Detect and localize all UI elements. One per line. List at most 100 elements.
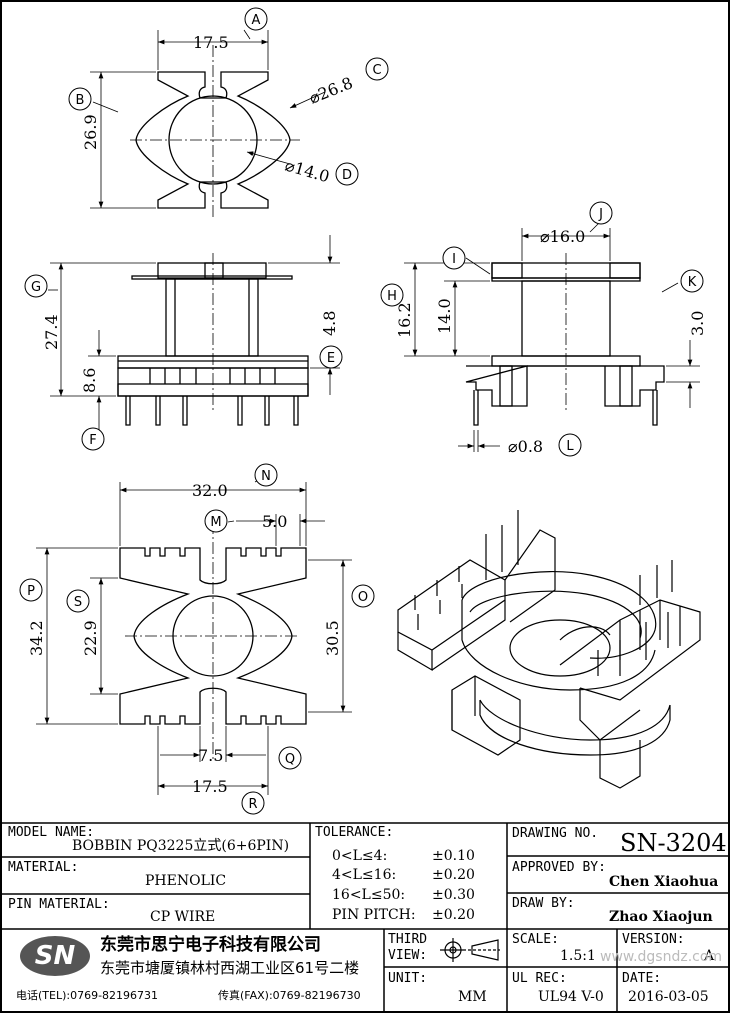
dim-q-text: 7.5 xyxy=(198,746,223,765)
dim-f-text: 8.6 xyxy=(80,368,99,393)
bubble-a: A xyxy=(244,7,268,31)
svg-text:C: C xyxy=(372,63,381,78)
bubble-g: G xyxy=(24,274,48,298)
unit-value: MM xyxy=(458,989,487,1005)
date-value: 2016-03-05 xyxy=(628,989,709,1005)
callout-bubbles: A B C D G E F J I H K L N M P S O Q R xyxy=(19,7,704,815)
front-view xyxy=(48,235,340,432)
title-block-grid xyxy=(0,822,730,1013)
company-fax: 传真(FAX):0769-82196730 xyxy=(218,989,361,1002)
bubble-m: M xyxy=(204,509,228,533)
unit-label: UNIT: xyxy=(388,971,428,986)
bubble-k: K xyxy=(680,269,704,293)
svg-text:B: B xyxy=(76,93,85,108)
bubble-b: B xyxy=(68,87,92,111)
dim-m-text: 5.0 xyxy=(262,512,287,531)
scale-label: SCALE: xyxy=(512,932,559,947)
watermark: www.dgsndz.com xyxy=(600,949,723,965)
bubble-j: J xyxy=(589,201,613,225)
side-view xyxy=(404,221,700,452)
svg-text:O: O xyxy=(358,590,368,605)
isometric-view xyxy=(397,510,701,789)
drawing-no-label: DRAWING NO. xyxy=(512,826,599,841)
title-block: MODEL NAME: BOBBIN PQ3225立式(6+6PIN) MATE… xyxy=(0,822,730,1013)
dim-h-text: 16.2 xyxy=(395,302,414,338)
version-value: A xyxy=(704,948,715,964)
dim-b-text: 26.9 xyxy=(81,114,100,150)
model-name-value: BOBBIN PQ3225立式(6+6PIN) xyxy=(72,838,290,854)
dim-r-text: 17.5 xyxy=(192,777,228,796)
svg-text:Q: Q xyxy=(285,752,295,767)
draw-by-value: Zhao Xiaojun xyxy=(609,909,713,925)
bubble-f: F xyxy=(81,427,105,451)
dim-j-text: ⌀16.0 xyxy=(540,227,585,246)
material-label: MATERIAL: xyxy=(8,860,79,875)
svg-text:D: D xyxy=(342,168,352,183)
bubble-r: R xyxy=(241,791,265,815)
pin-material-value: CP WIRE xyxy=(150,909,216,925)
approved-by-value: Chen Xiaohua xyxy=(609,874,719,890)
draw-by-label: DRAW BY: xyxy=(512,896,575,911)
svg-text:R: R xyxy=(248,797,257,812)
svg-text:F: F xyxy=(89,433,96,448)
tolerance-range-1: 0<L≤4: xyxy=(332,848,388,864)
svg-text:A: A xyxy=(252,13,261,28)
dim-i-text: 14.0 xyxy=(435,298,454,334)
svg-text:J: J xyxy=(598,207,603,222)
svg-text:S: S xyxy=(74,595,82,610)
top-view xyxy=(90,29,326,220)
tolerance-value-3: ±0.30 xyxy=(432,887,475,903)
material-value: PHENOLIC xyxy=(145,873,227,889)
svg-text:I: I xyxy=(452,252,456,267)
tolerance-value-2: ±0.20 xyxy=(432,867,475,883)
model-name-label: MODEL NAME: xyxy=(8,825,95,840)
ul-rec-label: UL REC: xyxy=(512,971,567,986)
dim-l-text: ⌀0.8 xyxy=(508,437,543,456)
svg-text:G: G xyxy=(31,280,41,295)
third-angle-projection-icon xyxy=(440,938,500,962)
dim-n-text: 32.0 xyxy=(192,481,228,500)
bubble-l: L xyxy=(558,433,582,457)
ul-rec-value: UL94 V-0 xyxy=(538,989,604,1005)
dim-k-text: 3.0 xyxy=(688,311,707,336)
version-label: VERSION: xyxy=(622,932,685,947)
dim-a-text: 17.5 xyxy=(193,33,229,52)
company-logo: SN xyxy=(20,936,90,976)
bubble-o: O xyxy=(351,584,375,608)
bubble-s: S xyxy=(66,589,90,613)
dim-o-text: 30.5 xyxy=(323,620,342,656)
tolerance-range-2: 4<L≤16: xyxy=(332,867,397,883)
tolerance-range-3: 16<L≤50: xyxy=(332,887,406,903)
tolerance-value-4: ±0.20 xyxy=(432,907,475,923)
dim-e-text: 4.8 xyxy=(320,311,339,336)
dim-c-text: ⌀26.8 xyxy=(306,73,355,108)
bottom-view xyxy=(36,477,352,795)
svg-text:N: N xyxy=(261,469,271,484)
technical-drawing: 17.5 26.9 ⌀26.8 ⌀14.0 27.4 8.6 4.8 xyxy=(19,7,707,815)
svg-text:L: L xyxy=(566,439,574,454)
svg-text:H: H xyxy=(387,289,397,304)
bubble-i: I xyxy=(442,246,466,270)
pin-material-label: PIN MATERIAL: xyxy=(8,897,110,912)
dim-d-text: ⌀14.0 xyxy=(283,156,332,187)
svg-text:K: K xyxy=(688,275,697,290)
bubble-c: C xyxy=(365,57,389,81)
bubble-p: P xyxy=(19,578,43,602)
approved-by-label: APPROVED BY: xyxy=(512,860,606,875)
dim-p-text: 34.2 xyxy=(27,620,46,656)
bubble-e: E xyxy=(319,345,343,369)
svg-text:E: E xyxy=(327,351,335,366)
bubble-n: N xyxy=(254,463,278,487)
bubble-q: Q xyxy=(278,746,302,770)
drawing-no-value: SN-3204 xyxy=(620,829,727,857)
tolerance-range-4: PIN PITCH: xyxy=(332,907,416,923)
svg-text:M: M xyxy=(210,515,221,530)
company-tel: 电话(TEL):0769-82196731 xyxy=(16,989,159,1002)
bubble-h: H xyxy=(380,283,404,307)
tolerance-label: TOLERANCE: xyxy=(315,825,394,840)
scale-value: 1.5:1 xyxy=(560,948,596,964)
svg-text:P: P xyxy=(27,584,35,599)
company-address: 东莞市塘厦镇林村西湖工业区61号二楼 xyxy=(100,959,360,977)
company-name: 东莞市思宁电子科技有限公司 xyxy=(100,935,321,955)
